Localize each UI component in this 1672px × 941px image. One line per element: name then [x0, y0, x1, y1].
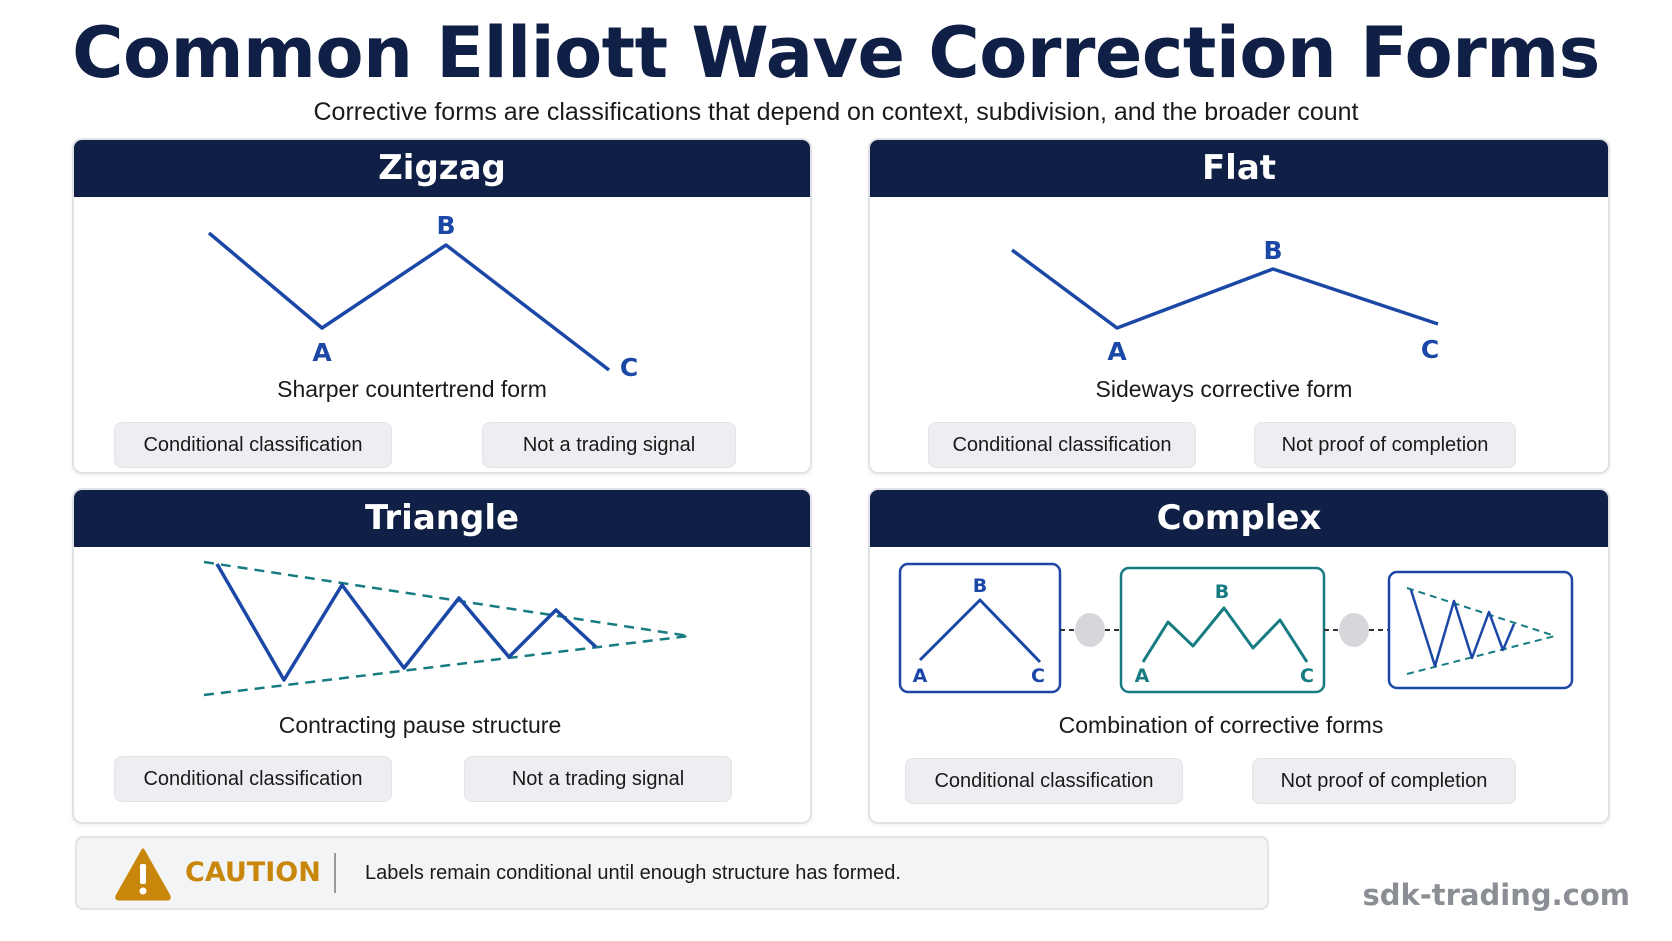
caution-label: CAUTION	[185, 857, 321, 888]
complex-connector-1-node	[1075, 613, 1105, 647]
pill-not-proof-of-completion: Not proof of completion	[1252, 758, 1516, 804]
triangle-lower-trendline	[203, 634, 690, 697]
complex-triangle-upper-trendline	[1406, 587, 1556, 637]
flat-diagram: B A C	[1010, 236, 1439, 366]
zigzag-label-b: B	[436, 211, 455, 240]
caution-text: Labels remain conditional until enough s…	[365, 862, 901, 884]
zigzag-wave-line	[207, 231, 611, 372]
complex-box2-label-c: C	[1300, 665, 1314, 687]
complex-box-triangle	[1387, 570, 1574, 690]
pill-not-trading-signal: Not a trading signal	[464, 756, 732, 802]
panel-zigzag-title: Zigzag	[74, 140, 810, 197]
complex-zigzag-wave-line	[918, 598, 1042, 664]
flat-label-c: C	[1421, 335, 1439, 364]
complex-box2-label-b: B	[1215, 581, 1229, 603]
pill-conditional-classification: Conditional classification	[905, 758, 1183, 804]
complex-flat-wave-line	[1141, 606, 1309, 663]
caution-divider	[334, 853, 336, 893]
panel-triangle-caption: Contracting pause structure	[278, 712, 562, 738]
triangle-diagram	[203, 560, 690, 697]
caution-bar: CAUTION Labels remain conditional until …	[75, 836, 1269, 910]
footer-site: sdk-trading.com	[1362, 878, 1630, 912]
panel-complex-caption: Combination of corrective forms	[1058, 712, 1384, 738]
flat-label-a: A	[1107, 337, 1127, 366]
complex-box1-label-a: A	[913, 665, 928, 687]
zigzag-label-a: A	[312, 338, 332, 367]
complex-triangle-wave-line	[1409, 589, 1516, 668]
complex-box-zigzag	[898, 562, 1062, 694]
zigzag-label-c: C	[620, 353, 638, 382]
pill-not-proof-of-completion: Not proof of completion	[1254, 422, 1516, 468]
complex-diagram: B A C B A C	[898, 562, 1574, 694]
complex-box1-label-c: C	[1031, 665, 1045, 687]
pill-conditional-classification: Conditional classification	[114, 422, 392, 468]
triangle-wave-line	[215, 563, 598, 682]
panel-triangle: Triangle Contracting pause structure Con…	[72, 488, 812, 824]
complex-box1-label-b: B	[973, 575, 987, 597]
panel-zigzag: Zigzag B A C Sharper countertrend form C…	[72, 138, 812, 474]
panel-flat-title: Flat	[870, 140, 1608, 197]
panel-complex: Complex B A C B A C Combination of corre…	[868, 488, 1610, 824]
zigzag-diagram: B A C	[207, 211, 638, 382]
triangle-upper-trendline	[203, 560, 690, 638]
pill-conditional-classification: Conditional classification	[114, 756, 392, 802]
page-subtitle: Corrective forms are classifications tha…	[313, 98, 1359, 126]
flat-wave-line	[1010, 248, 1439, 330]
complex-box2-label-a: A	[1135, 665, 1150, 687]
pill-conditional-classification: Conditional classification	[928, 422, 1196, 468]
panel-complex-title: Complex	[870, 490, 1608, 547]
complex-triangle-lower-trendline	[1406, 635, 1556, 675]
panel-triangle-title: Triangle	[74, 490, 810, 547]
panel-flat: Flat B A C Sideways corrective form Cond…	[868, 138, 1610, 474]
warning-triangle-icon	[115, 848, 171, 901]
pill-not-trading-signal: Not a trading signal	[482, 422, 736, 468]
panel-flat-caption: Sideways corrective form	[1095, 376, 1353, 402]
panel-zigzag-caption: Sharper countertrend form	[277, 376, 547, 402]
flat-label-b: B	[1263, 236, 1282, 265]
complex-connector-2-node	[1339, 613, 1369, 647]
page-title: Common Elliott Wave Correction Forms	[72, 12, 1600, 94]
